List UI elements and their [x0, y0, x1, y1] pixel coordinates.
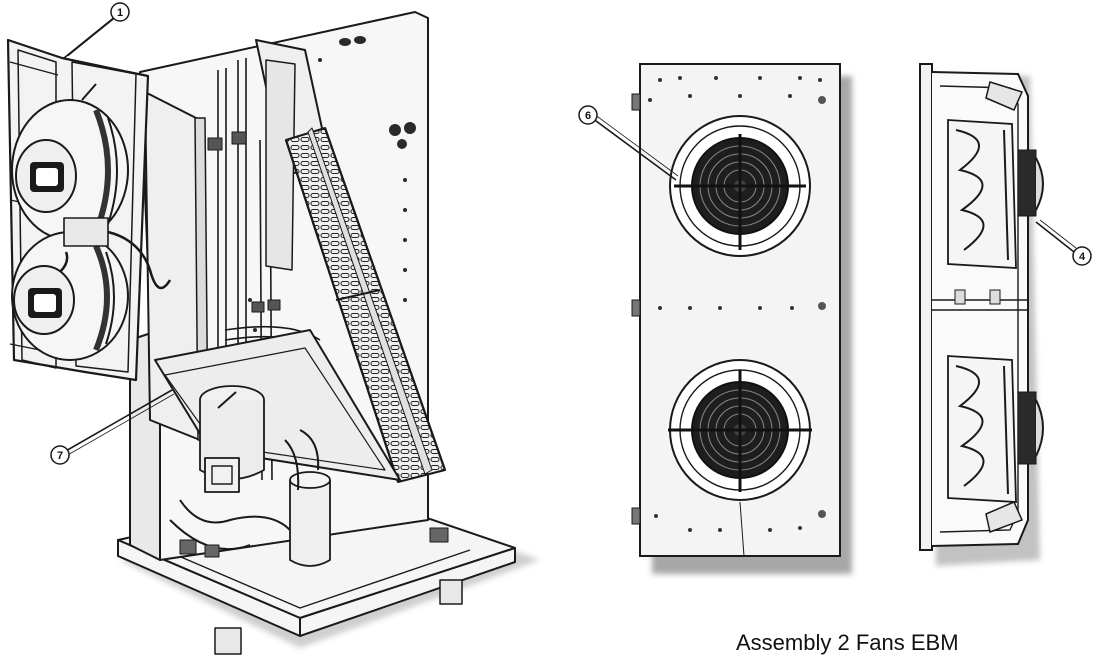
callout-4: 4	[1035, 219, 1092, 266]
fan-assembly-front-view	[631, 63, 852, 574]
iso-unit-drawing	[6, 11, 540, 655]
callout-6-label: 6	[585, 110, 591, 122]
callout-7-label: 7	[57, 450, 63, 462]
front-fan-upper	[669, 115, 811, 257]
assembly-caption: Assembly 2 Fans EBM	[736, 630, 959, 655]
side-fan-upper	[947, 119, 1044, 269]
front-fan-lower	[668, 359, 812, 501]
side-fan-lower	[947, 355, 1044, 503]
callout-4-label: 4	[1079, 251, 1086, 263]
door-fan-lower	[11, 231, 129, 361]
callout-6: 6	[578, 105, 679, 181]
callout-1: 1	[63, 2, 130, 59]
callout-1-label: 1	[117, 7, 123, 19]
callout-7: 7	[50, 389, 175, 465]
door-fan-upper	[11, 83, 129, 241]
fan-assembly-side-view	[919, 63, 1044, 566]
